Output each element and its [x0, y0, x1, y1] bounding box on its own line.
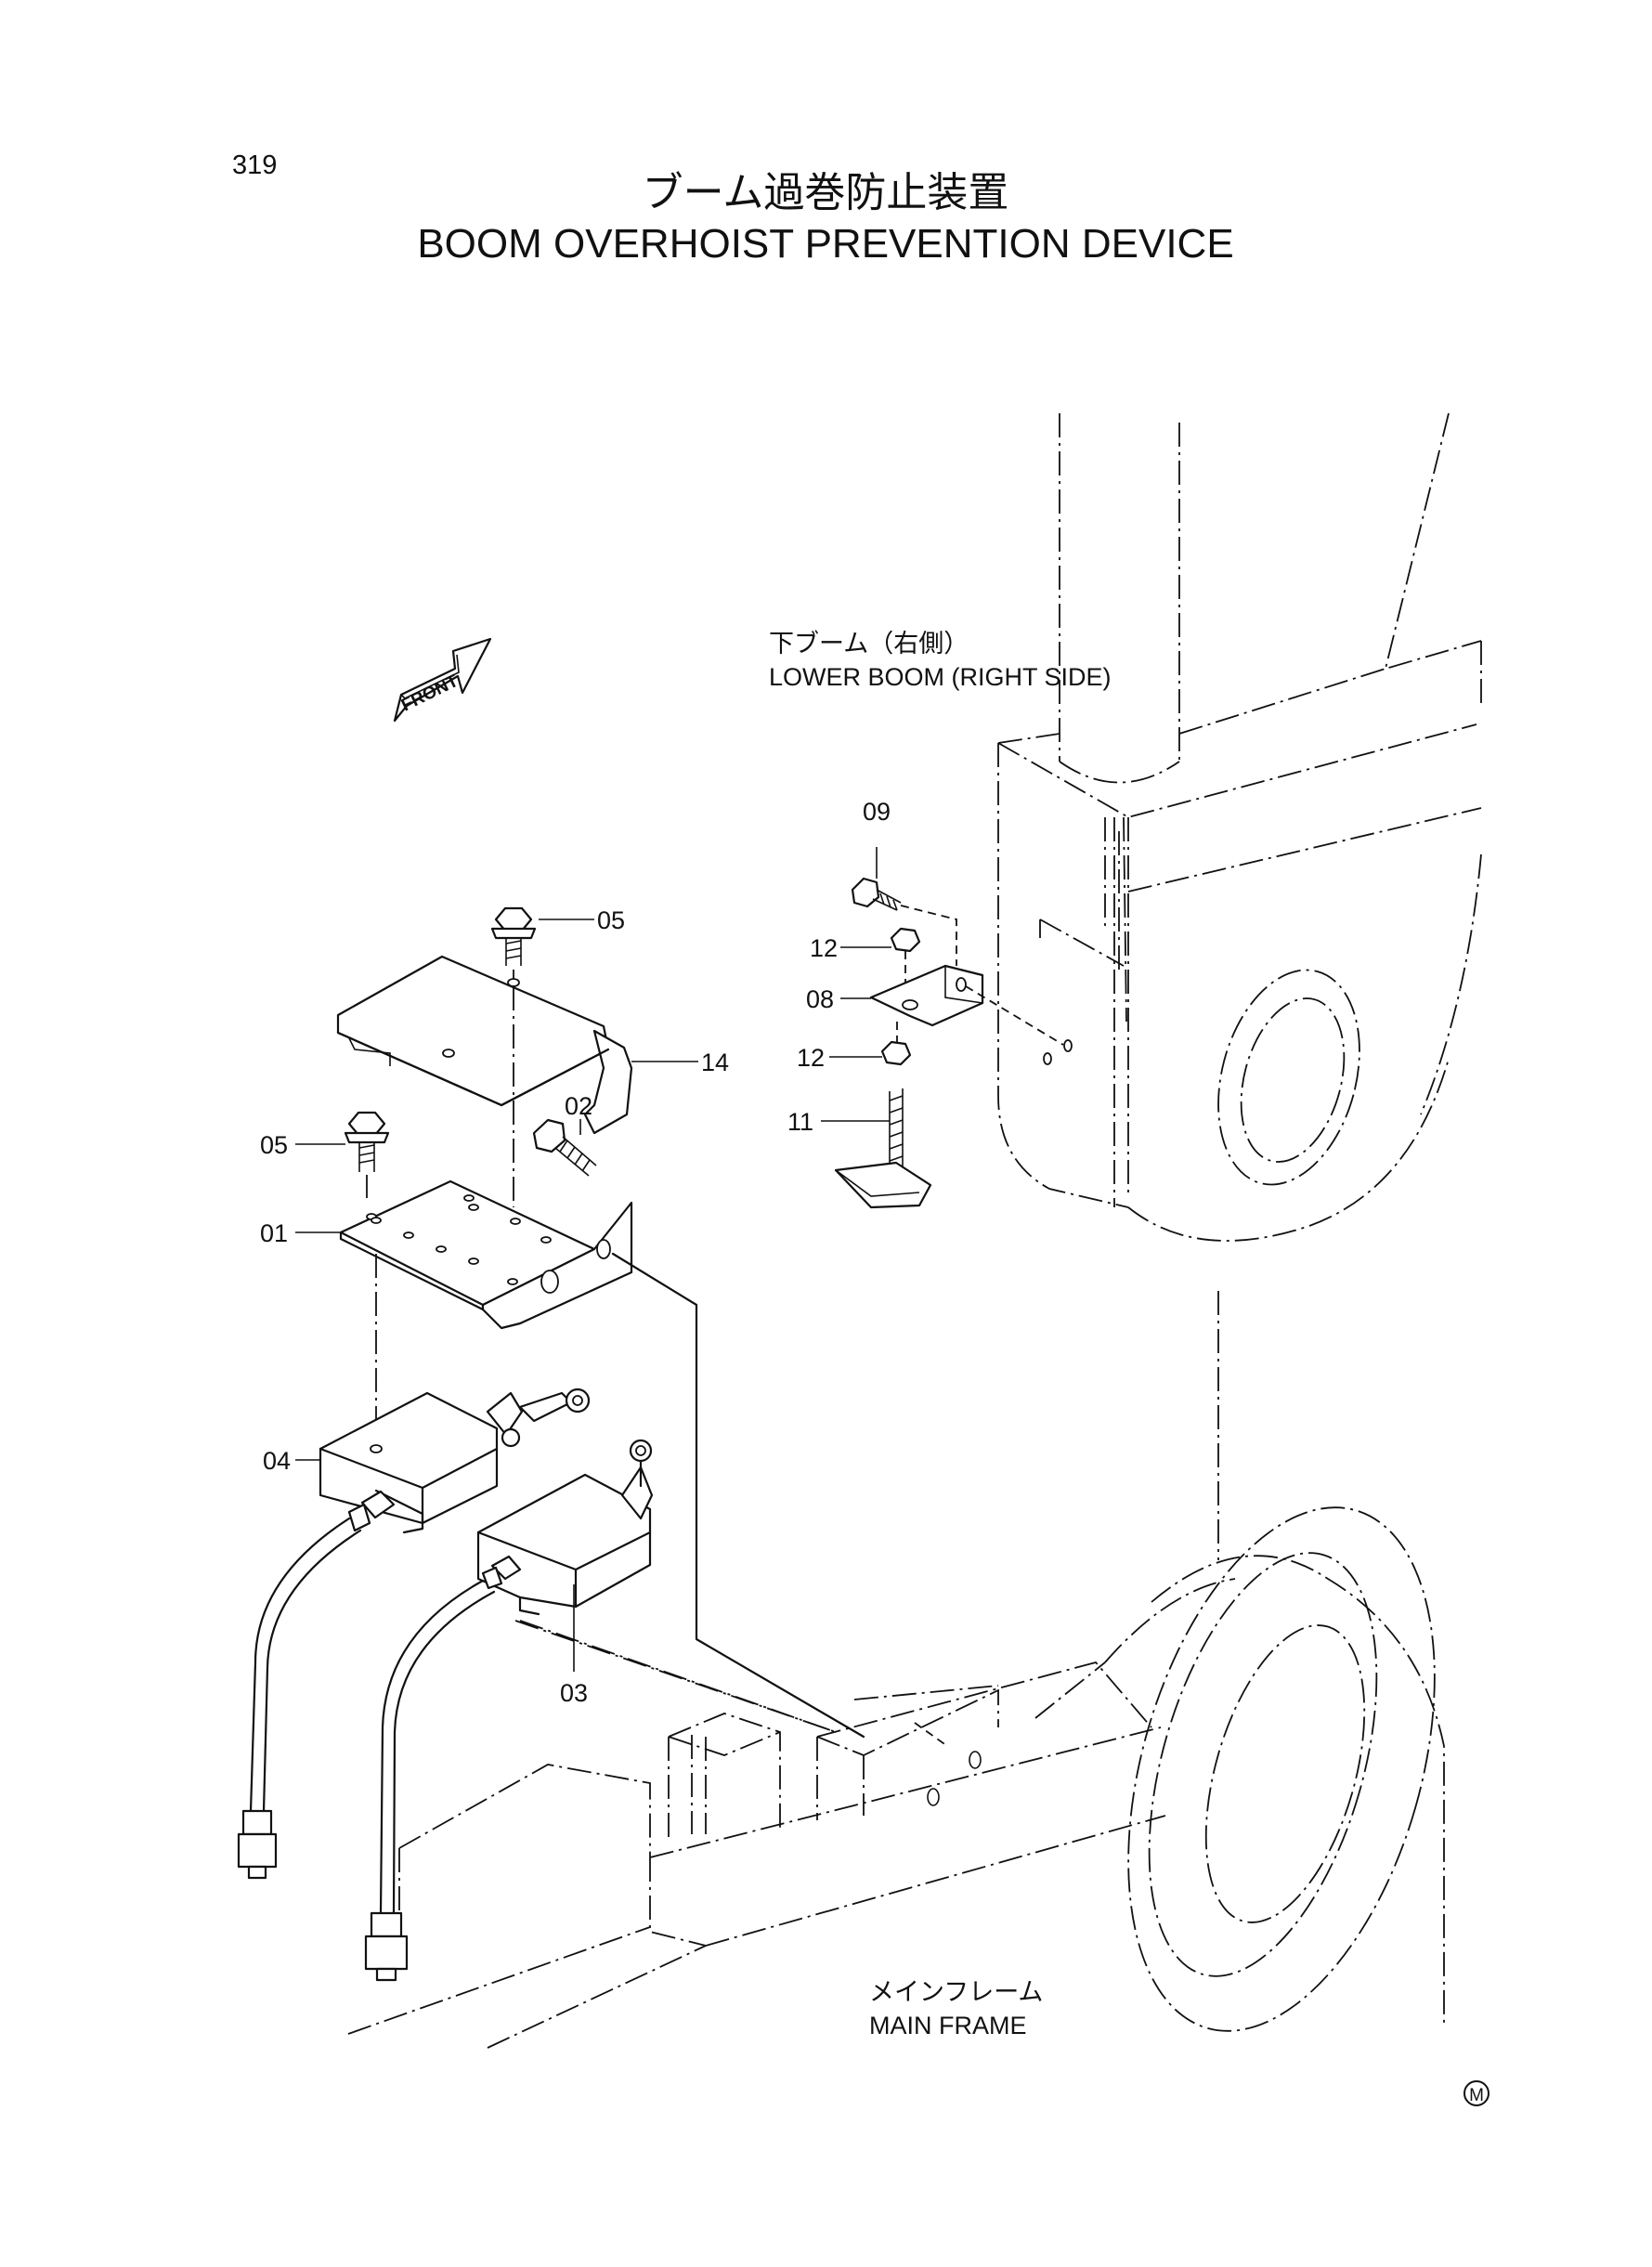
- lower-boom-outline: [997, 412, 1482, 1560]
- limit-switch-assembly: [237, 906, 982, 1982]
- base-plate-01: [339, 1179, 633, 1330]
- nut-12-lower: [880, 1040, 912, 1066]
- nut-12-upper: [890, 927, 921, 953]
- limit-switch-03: [476, 1439, 654, 1670]
- switch-lead-line: [514, 1620, 837, 1733]
- bolt-09: [851, 877, 957, 966]
- callout-labels: 09 12 08 12 11 05 14 02 05 01 04 03: [260, 798, 891, 1707]
- cover-14: [336, 955, 633, 1135]
- title-english: BOOM OVERHOIST PREVENTION DEVICE: [417, 221, 1233, 267]
- lower-boom-label-ja: 下ブーム（右側）: [769, 630, 969, 658]
- limit-switch-04: [319, 1388, 591, 1534]
- callout-02: 02: [565, 1092, 592, 1120]
- callout-03: 03: [560, 1679, 588, 1707]
- callout-05-upper: 05: [597, 906, 625, 934]
- mark-letter: M: [1469, 2086, 1484, 2105]
- bolt-05-lower: [344, 1111, 390, 1198]
- circled-m-mark: M: [1463, 2080, 1489, 2106]
- bolt-05-upper: [490, 906, 537, 984]
- front-label: FRONT: [398, 671, 462, 716]
- callout-05-lower: 05: [260, 1131, 288, 1159]
- callout-09: 09: [863, 798, 891, 826]
- stopper-bolt-11: [834, 1088, 932, 1209]
- bracket-08: [869, 964, 1073, 1065]
- callout-04: 04: [263, 1447, 291, 1475]
- leader-lines: [295, 847, 891, 1672]
- callout-01: 01: [260, 1219, 288, 1247]
- callout-12-upper: 12: [810, 934, 838, 962]
- bolt-02: [532, 1118, 597, 1177]
- boom-bracket-assembly: [834, 877, 1073, 1209]
- main-frame-label-ja: メインフレーム: [869, 1978, 1043, 2006]
- page-number: 319: [232, 150, 277, 180]
- main-frame-label-en: MAIN FRAME: [869, 2012, 1027, 2039]
- lower-boom-label-en: LOWER BOOM (RIGHT SIDE): [769, 663, 1112, 691]
- title-japanese: ブーム過巻防止装置: [643, 170, 1009, 215]
- callout-14: 14: [701, 1049, 729, 1076]
- callout-12-lower: 12: [797, 1044, 825, 1072]
- main-frame-outline: [347, 1506, 1445, 2049]
- callout-08: 08: [806, 985, 834, 1013]
- callout-11: 11: [787, 1108, 813, 1136]
- front-arrow-icon: FRONT: [393, 637, 492, 723]
- switch-cables: [237, 1517, 496, 1982]
